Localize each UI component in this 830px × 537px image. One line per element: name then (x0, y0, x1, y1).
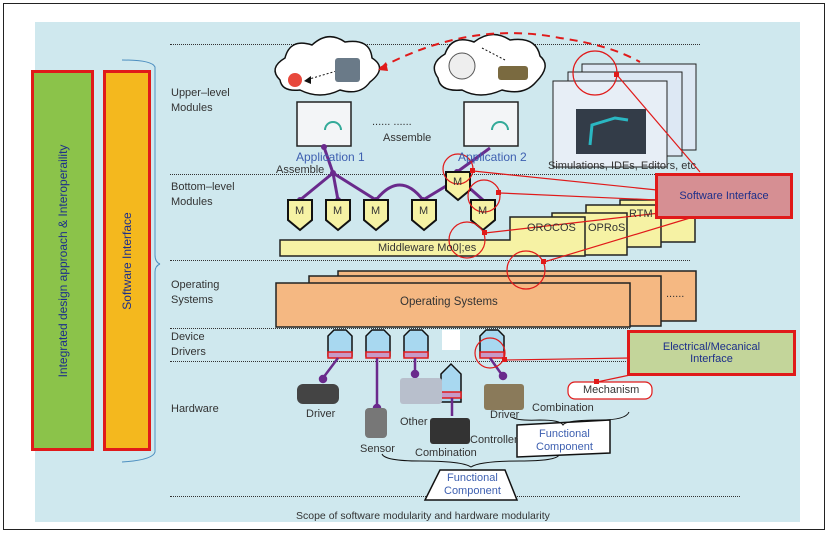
module-m-4: M (419, 205, 429, 217)
software-interface-box-label: Software Interface (679, 190, 769, 202)
layer-label-hardware: Hardware (171, 403, 219, 415)
layer-label-upper-line1: Upper–level (171, 87, 230, 99)
interface-lines (442, 50, 701, 383)
layer-label-os: Operating Systems (171, 278, 219, 308)
functional-component-large-label: Functional Component (444, 472, 501, 498)
layer-label-drivers-line2: Drivers (171, 346, 206, 358)
orocos-label: OROCOS (527, 222, 576, 234)
assemble-ellipsis: ...... ...... (372, 116, 412, 128)
gripper-driver-icon (484, 384, 524, 410)
fc-small-line1: Functional (539, 428, 590, 440)
tracked-driver-icon (297, 384, 339, 404)
electrical-interface-line2: Interface (690, 353, 733, 365)
electrical-interface-line1: Electrical/Mecanical (662, 341, 761, 353)
software-interface-bar: Software Interface (103, 70, 151, 451)
module-shapes (287, 171, 496, 232)
app1-label: Application 1 (296, 150, 365, 164)
functional-component-small-box (516, 419, 611, 458)
separator-drivers-hw (170, 361, 630, 362)
controller-label: Controller (470, 434, 518, 446)
mechanism-box (567, 381, 653, 400)
separator-upper-bottom (170, 174, 705, 175)
module-links (299, 146, 491, 202)
driver1-label: Driver (306, 408, 336, 420)
robot-arm-icon (498, 66, 528, 80)
robot-camera-icon (335, 58, 360, 82)
layer-label-upper: Upper–level Modules (171, 86, 230, 116)
brace-software (121, 59, 161, 265)
layer-label-upper-line2: Modules (171, 102, 213, 114)
app2-label: Application 2 (458, 150, 527, 164)
module-m-2: M (333, 205, 343, 217)
sensor-camera-icon (365, 408, 387, 438)
os-box-1 (275, 282, 631, 328)
electrical-interface-box: Electrical/Mecanical Interface (627, 330, 796, 376)
opros-label: OPRoS (588, 222, 626, 234)
module-m-5: M (453, 176, 463, 188)
module-m-3: M (371, 205, 381, 217)
mechanism-label: Mechanism (583, 384, 640, 396)
layer-label-bottom-line1: Bottom–level (171, 181, 235, 193)
os-ellipsis: ...... (666, 288, 685, 300)
cloud-app1 (274, 36, 381, 96)
layer-label-os-line2: Systems (171, 294, 214, 306)
footer-caption: Scope of software modularity and hardwar… (296, 510, 550, 522)
module-m-6: M (478, 205, 488, 217)
layer-label-bottom: Bottom–level Modules (171, 180, 235, 210)
combination2-label: Combination (415, 447, 477, 459)
sensor-label: Sensor (360, 443, 395, 455)
layer-label-drivers: Device Drivers (171, 330, 206, 360)
middleware-box (279, 216, 586, 257)
brain-head-icon (448, 52, 476, 80)
middleware-label: Middleware Mo0|;es (378, 242, 477, 254)
dashed-arc (379, 32, 641, 69)
other-hw-icon (400, 378, 442, 404)
fc-small-line2: Component (536, 441, 593, 453)
driver2-label: Driver (490, 409, 520, 421)
os-label: Operating Systems (400, 296, 498, 308)
integrated-design-bar-full: Integrated design approach & Interoperai… (31, 70, 94, 451)
module-m-1: M (295, 205, 305, 217)
controller-board-icon (430, 418, 470, 444)
red-dot-icon (288, 73, 302, 87)
other-label: Other (400, 416, 428, 428)
hw-links (318, 357, 508, 416)
tools-caption: Simulations, IDEs, Editors, etc (548, 160, 696, 172)
fc-large-line1: Functional (447, 472, 498, 484)
separator-bottom-os (170, 260, 690, 261)
functional-component-small-label: Functional Component (536, 428, 593, 454)
software-interface-box: Software Interface (655, 173, 793, 219)
fc-large-line2: Component (444, 485, 501, 497)
rtm-label: RTM (629, 208, 653, 220)
layer-label-os-line1: Operating (171, 279, 220, 291)
interface-line-endpoints (470, 72, 619, 384)
assemble-left-label: Assemble (276, 164, 325, 176)
layer-label-drivers-line1: Device (171, 331, 205, 343)
separator-os-drivers (170, 328, 630, 329)
functional-component-large-box (423, 469, 519, 501)
app1-window (296, 101, 352, 147)
assemble-mid-label: Assemble (383, 132, 432, 144)
combination1-label: Combination (532, 402, 594, 414)
brace-hardware (121, 263, 161, 463)
app2-window (463, 101, 519, 147)
layer-label-bottom-line2: Modules (171, 196, 213, 208)
